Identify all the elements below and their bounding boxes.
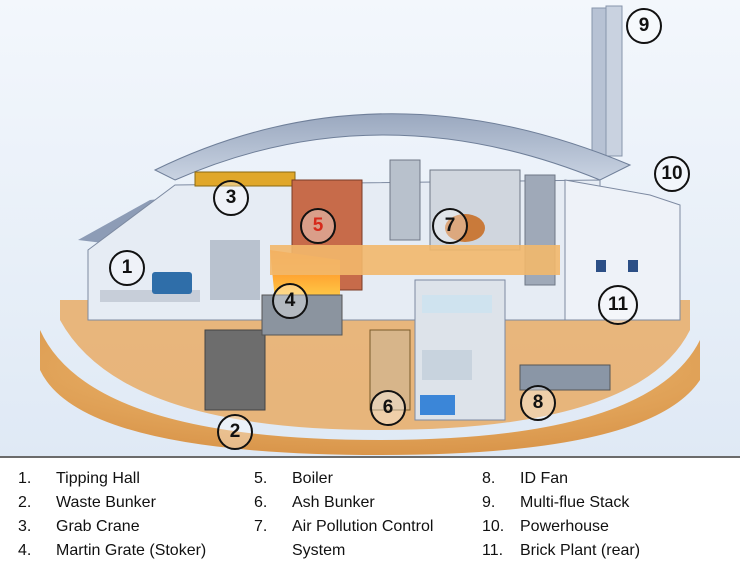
- callout-brick-plant: 10: [654, 156, 690, 192]
- powerhouse-block: [564, 179, 681, 321]
- equipment-block: [422, 350, 472, 380]
- legend-number: 9.: [482, 494, 496, 511]
- water-tank: [420, 395, 455, 415]
- callout-stack: 9: [626, 8, 662, 44]
- legend-label: Multi-flue Stack: [520, 494, 630, 511]
- legend-label: ID Fan: [520, 470, 569, 487]
- bunker-wall: [210, 240, 260, 300]
- legend: 1. Tipping Hall 2. Waste Bunker 3. Grab Cra…: [0, 470, 740, 582]
- main-floor: [270, 245, 560, 275]
- window: [596, 260, 606, 272]
- crane-bridge: [194, 171, 296, 187]
- legend-number: 1.: [18, 470, 32, 487]
- callout-martin-grate: 4: [272, 283, 308, 319]
- legend-divider: [0, 456, 740, 458]
- apc-column: [389, 159, 421, 241]
- legend-label: Brick Plant (rear): [520, 542, 641, 559]
- legend-number: 3.: [18, 518, 32, 535]
- legend-label: Ash Bunker: [292, 494, 375, 511]
- legend-label: Powerhouse: [520, 518, 609, 535]
- plant-illustration: [0, 0, 740, 457]
- stack-flue: [605, 5, 623, 157]
- callout-powerhouse: 11: [598, 285, 638, 325]
- equipment-block: [422, 295, 492, 313]
- legend-number: 6.: [254, 494, 268, 511]
- legend-number: 7.: [254, 518, 268, 535]
- legend-number: 11.: [482, 542, 504, 559]
- legend-number: 2.: [18, 494, 32, 511]
- legend-label: Grab Crane: [56, 518, 140, 535]
- callout-apc-system: 7: [432, 208, 468, 244]
- legend-label: Tipping Hall: [56, 470, 140, 487]
- callout-waste-bunker: 2: [217, 414, 253, 450]
- legend-number: 5.: [254, 470, 268, 487]
- callout-grab-crane: 3: [213, 180, 249, 216]
- legend-label: Martin Grate (Stoker): [56, 542, 207, 559]
- legend-label: Air Pollution Control: [292, 518, 434, 535]
- callout-tipping-hall: 1: [109, 250, 145, 286]
- main-roof: [153, 113, 632, 181]
- legend-number: 10.: [482, 518, 505, 535]
- waste-bunker: [204, 329, 266, 411]
- legend-number: 8.: [482, 470, 496, 487]
- legend-label: System: [292, 542, 346, 559]
- legend-label: Boiler: [292, 470, 333, 487]
- callout-ash-bunker: 6: [370, 390, 406, 426]
- truck: [152, 272, 192, 294]
- callout-id-fan: 8: [520, 385, 556, 421]
- legend-number: 4.: [18, 542, 32, 559]
- window: [628, 260, 638, 272]
- legend-label: Waste Bunker: [56, 494, 156, 511]
- callout-boiler: 5: [300, 208, 336, 244]
